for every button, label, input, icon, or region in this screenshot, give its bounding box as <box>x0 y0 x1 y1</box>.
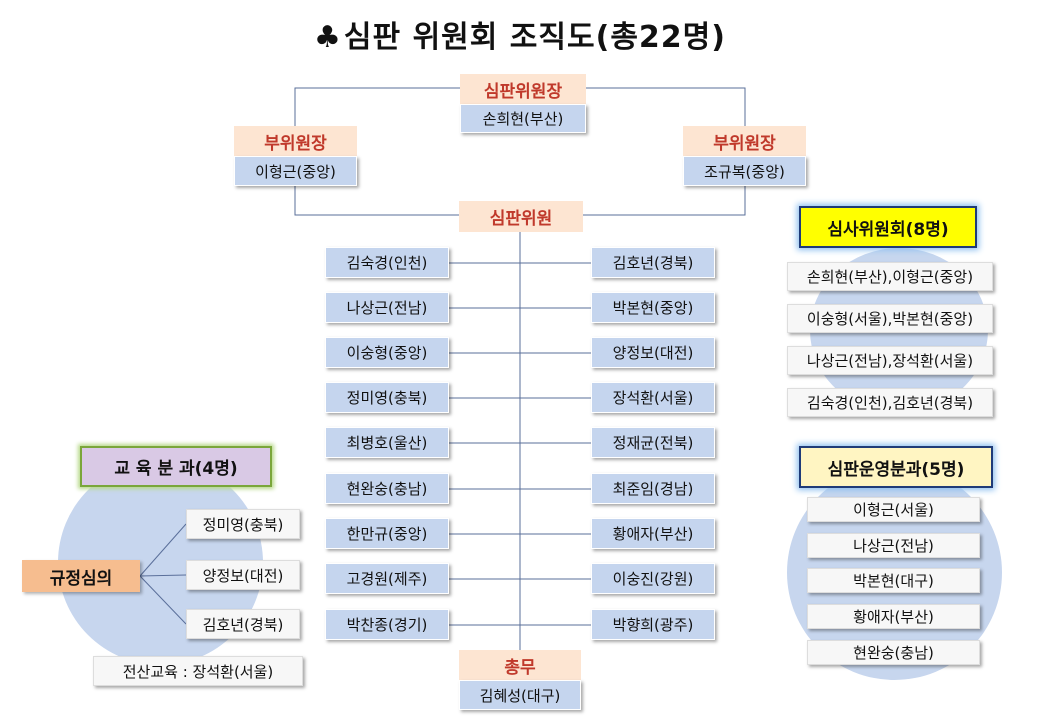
referee-left-4: 정미영(충북) <box>325 382 449 413</box>
operations-title: 심판운영분과(5명) <box>799 446 993 488</box>
vice-chair-left-name: 이형근(중앙) <box>234 156 357 186</box>
referee-right-7: 황애자(부산) <box>591 518 715 549</box>
referee-left-2: 나상근(전남) <box>325 292 449 323</box>
title-text: 심판 위원회 조직도(총22명) <box>343 20 726 55</box>
vice-chair-right-role: 부위원장 <box>683 126 806 156</box>
review-committee-member-3: 나상근(전남),장석환(서울) <box>787 346 993 375</box>
referee-left-8: 고경원(제주) <box>325 563 449 594</box>
referee-right-3: 양정보(대전) <box>591 337 715 368</box>
education-member-2: 양정보(대전) <box>186 560 300 590</box>
review-committee-member-2: 이숭형(서울),박본현(중앙) <box>787 304 993 333</box>
review-committee-title: 심사위원회(8명) <box>799 206 977 248</box>
referee-left-7: 한만규(중앙) <box>325 518 449 549</box>
referee-left-1: 김숙경(인천) <box>325 247 449 278</box>
review-committee-member-4: 김숙경(인천),김호년(경북) <box>787 388 993 417</box>
operations-member-4: 황애자(부산) <box>807 604 980 629</box>
operations-member-3: 박본현(대구) <box>807 568 980 593</box>
referee-left-9: 박찬종(경기) <box>325 609 449 640</box>
chair-name-box: 손희현(부산) <box>460 104 586 133</box>
operations-member-5: 현완숭(충남) <box>807 640 980 665</box>
referee-right-9: 박향희(광주) <box>591 609 715 640</box>
vice-chair-right-name: 조규복(중앙) <box>683 156 806 186</box>
referees-label: 심판위원 <box>459 201 583 232</box>
referee-right-6: 최준임(경남) <box>591 473 715 504</box>
general-affairs-role: 총무 <box>459 650 581 680</box>
education-title: 교 육 분 과(4명) <box>80 446 272 487</box>
referee-left-3: 이숭형(중앙) <box>325 337 449 368</box>
referee-right-2: 박본현(중앙) <box>591 292 715 323</box>
operations-member-2: 나상근(전남) <box>807 533 980 558</box>
page-title: ♣심판 위원회 조직도(총22명) <box>0 12 1040 56</box>
education-member-1: 정미영(충북) <box>186 509 300 539</box>
vice-chair-left-role: 부위원장 <box>234 126 357 156</box>
referee-right-5: 정재균(전북) <box>591 427 715 458</box>
rule-review-label: 규정심의 <box>22 560 140 592</box>
referee-right-8: 이숭진(강원) <box>591 563 715 594</box>
referee-right-4: 장석환(서울) <box>591 382 715 413</box>
review-committee-member-1: 손희현(부산),이형근(중앙) <box>787 262 993 291</box>
general-affairs-name: 김혜성(대구) <box>459 680 581 710</box>
chair-role-label: 심판위원장 <box>460 74 586 104</box>
referee-left-5: 최병호(울산) <box>325 427 449 458</box>
referee-right-1: 김호년(경북) <box>591 247 715 278</box>
education-member-3: 김호년(경북) <box>186 609 300 639</box>
club-suit-icon: ♣ <box>314 20 342 55</box>
operations-member-1: 이형근(서울) <box>807 497 980 522</box>
referee-left-6: 현완숭(충남) <box>325 473 449 504</box>
computer-education-box: 전산교육 : 장석환(서울) <box>93 656 303 686</box>
